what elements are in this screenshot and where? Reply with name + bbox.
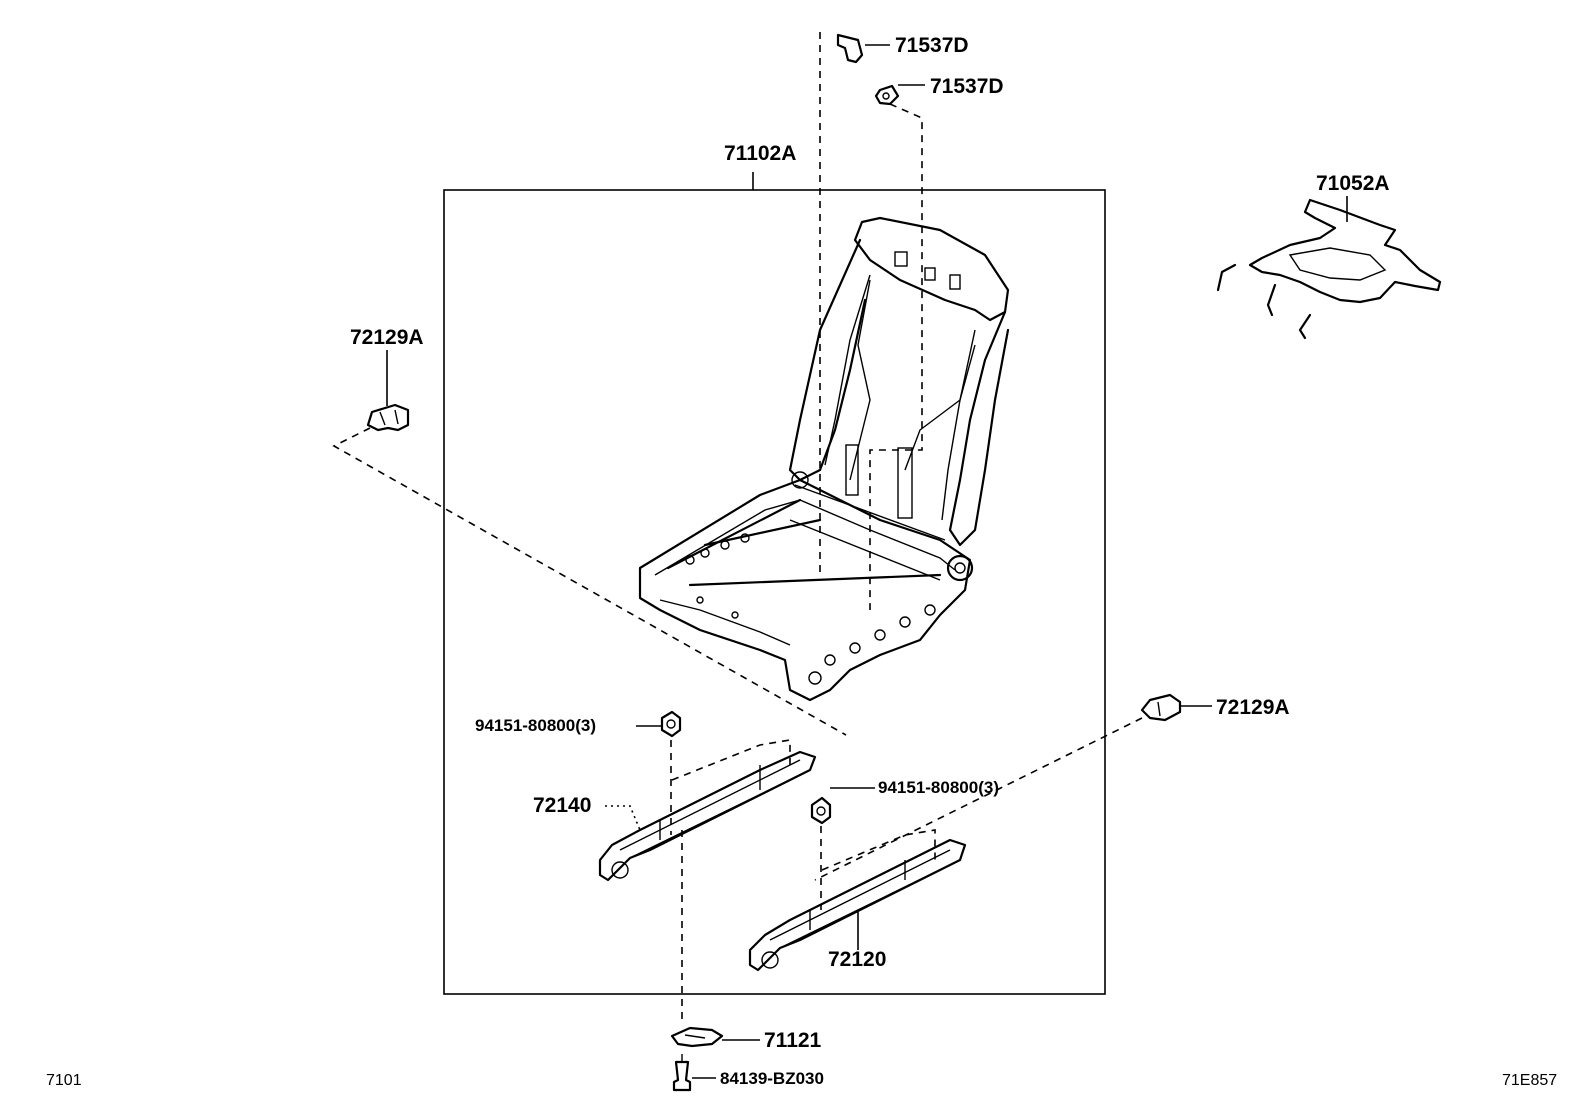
clip-71537d-top-drawing bbox=[836, 33, 890, 64]
corner-code-right: 71E857 bbox=[1502, 1072, 1557, 1089]
nut-94151-right-drawing bbox=[810, 787, 875, 825]
label-94151-left: 94151-80800(3) bbox=[475, 716, 596, 735]
clip-71537d-mid-drawing bbox=[874, 84, 925, 106]
dashed-rail-right-guide bbox=[821, 829, 936, 871]
assembly-frame-box bbox=[443, 172, 1106, 995]
dashed-line-mid-clip bbox=[869, 103, 923, 610]
clip-72129a-left-drawing bbox=[366, 350, 410, 432]
dotted-leader-72140 bbox=[605, 805, 641, 831]
label-72129a-right: 72129A bbox=[1216, 696, 1290, 719]
bracket-71121-drawing bbox=[670, 1026, 760, 1048]
dashed-line-left-clip bbox=[332, 427, 847, 736]
label-71537d-top: 71537D bbox=[895, 34, 969, 57]
label-94151-right: 94151-80800(3) bbox=[878, 778, 999, 797]
label-72140: 72140 bbox=[533, 794, 591, 817]
label-71102a: 71102A bbox=[724, 142, 796, 165]
dashed-line-right-clip bbox=[814, 717, 1143, 881]
label-72129a-left: 72129A bbox=[350, 326, 424, 349]
cover-71052a-drawing bbox=[1216, 196, 1442, 340]
label-71537d-mid: 71537D bbox=[930, 75, 1004, 98]
label-72120: 72120 bbox=[828, 948, 886, 971]
rail-72140-drawing bbox=[598, 750, 817, 882]
label-71121: 71121 bbox=[764, 1029, 822, 1052]
dashed-rail-left-guide bbox=[671, 739, 791, 781]
label-84139-bz030: 84139-BZ030 bbox=[720, 1069, 824, 1088]
clip-72129a-right-drawing bbox=[1140, 693, 1212, 722]
label-71052a: 71052A bbox=[1316, 172, 1390, 195]
rail-72120-drawing bbox=[748, 838, 967, 972]
bolt-84139-drawing bbox=[672, 1054, 716, 1092]
nut-94151-left-drawing bbox=[636, 710, 682, 738]
corner-code-left: 7101 bbox=[46, 1072, 82, 1089]
seat-frame-drawing bbox=[638, 216, 1010, 702]
